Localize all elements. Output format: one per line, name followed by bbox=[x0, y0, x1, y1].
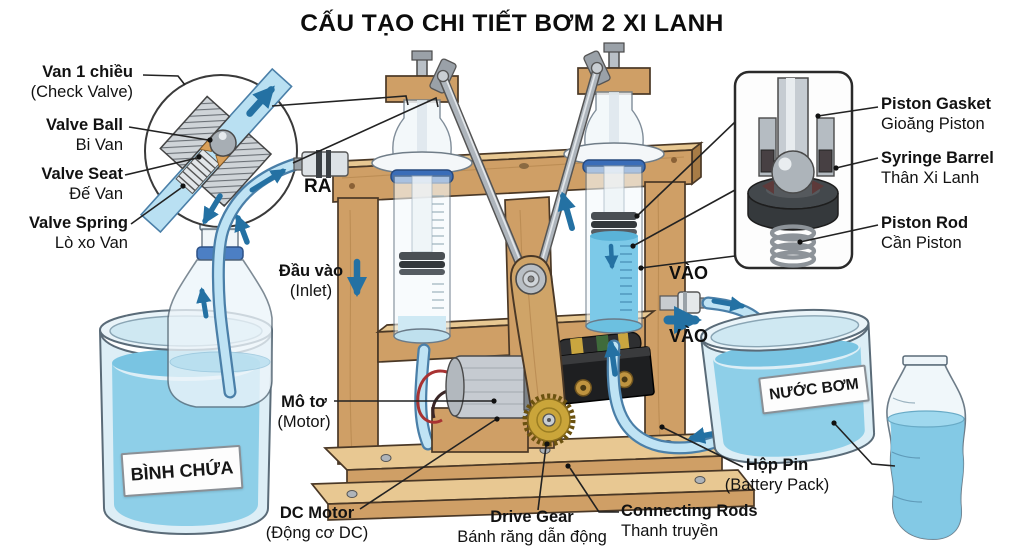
connecting-rods bbox=[429, 50, 611, 286]
label-connecting-rods: Connecting Rods Thanh truyền bbox=[621, 502, 758, 540]
flow-arrow-bottle-icon bbox=[196, 287, 212, 319]
diagram-title: CẤU TẠO CHI TIẾT BƠM 2 XI LANH bbox=[300, 10, 724, 37]
check-valve-inset bbox=[139, 67, 298, 234]
label-inlet: Đầu vào (Inlet) bbox=[278, 262, 344, 300]
label-battery-pack: Hộp Pin (Battery Pack) bbox=[724, 456, 830, 494]
rod-up-arrow-icon bbox=[557, 191, 576, 231]
flow-arrow-up-icon bbox=[234, 214, 251, 245]
reservoir-tag: BÌNH CHỨA bbox=[120, 444, 244, 498]
right-post bbox=[644, 181, 686, 449]
piston-inset bbox=[733, 70, 854, 270]
label-syringe-barrel: Syringe Barrel Thân Xi Lanh bbox=[881, 149, 994, 187]
label-port-in-bottom: VÀO bbox=[669, 326, 709, 346]
outlet-fitting bbox=[293, 150, 349, 178]
label-piston-gasket: Piston Gasket Gioăng Piston bbox=[881, 95, 992, 133]
label-check-valve: Van 1 chiều (Check Valve) bbox=[30, 63, 133, 101]
right-syringe bbox=[563, 42, 665, 334]
label-valve-spring: Valve Spring Lò xo Van bbox=[28, 214, 128, 252]
left-syringe bbox=[371, 50, 473, 344]
callout-lines bbox=[124, 74, 896, 513]
flow-arrow-tube-icon bbox=[249, 168, 287, 193]
label-valve-seat: Valve Seat Đế Van bbox=[41, 165, 123, 203]
label-valve-ball: Valve Ball Bi Van bbox=[45, 116, 123, 154]
left-post bbox=[337, 197, 379, 465]
flow-arrow-out-icon bbox=[246, 85, 275, 117]
outlet-tube bbox=[196, 157, 303, 399]
label-drive-gear: Drive Gear Bánh răng dẫn động bbox=[457, 508, 607, 546]
tube-arrow-up-icon bbox=[604, 339, 622, 377]
spring-coil bbox=[769, 224, 817, 268]
water-bottle bbox=[886, 355, 967, 540]
label-piston-rod: Piston Rod Cần Piston bbox=[881, 214, 969, 252]
syringe-flow-arrow-icon bbox=[604, 243, 619, 270]
flow-arrow-down-icon bbox=[202, 193, 223, 225]
label-port-in-top: VÀO bbox=[669, 263, 709, 283]
tube-arrow-right-icon bbox=[711, 296, 746, 312]
crank-arm bbox=[510, 255, 567, 443]
red-wire bbox=[416, 369, 453, 424]
label-dc-motor: DC Motor (Động cơ DC) bbox=[265, 504, 369, 542]
dc-motor-body bbox=[445, 355, 537, 419]
battery-pack bbox=[549, 331, 655, 406]
label-port-out: RA bbox=[304, 176, 332, 197]
label-motor: Mô tơ (Motor) bbox=[277, 393, 331, 431]
